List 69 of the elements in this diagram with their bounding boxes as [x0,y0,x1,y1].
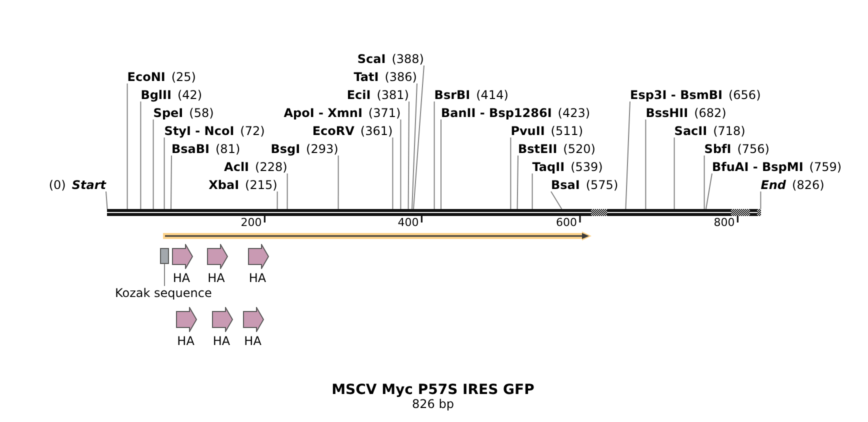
leader-line [440,119,442,210]
feature-box [160,248,169,264]
feature-label: HA [172,270,190,284]
map-title: MSCV Myc P57S IRES GFP [332,382,534,398]
leader-line [510,137,512,210]
restriction-site-label: XbaI (215) [208,178,278,192]
restriction-site-label: BglII (42) [140,88,202,102]
leader-line [704,155,705,210]
leader-line [276,191,278,210]
orf-arrow [160,231,592,241]
leader-line [400,119,402,210]
leader-line [164,137,165,210]
dna-backbone [107,209,761,216]
leader-line [760,191,762,210]
feature-label: HA [212,334,230,348]
leader-line [674,137,675,210]
restriction-site-label: ApoI - XmnI (371) [284,106,401,120]
restriction-site-label: EcoRV (361) [312,124,393,138]
restriction-site-label: PvuII (511) [510,124,584,138]
feature-label: Kozak sequence [115,286,212,300]
restriction-site-label: BsgI (293) [270,142,338,156]
restriction-site-label: TaqII (539) [532,160,603,174]
restriction-site-label: ScaI (388) [357,52,424,66]
restriction-site-label: EcoNI (25) [127,70,196,84]
restriction-site-label: BstEII (520) [518,142,596,156]
leader-line [550,191,562,210]
feature-label: HA [248,270,266,284]
restriction-site-label: SacII (718) [674,124,746,138]
leader-line [434,101,435,210]
restriction-site-label: AclI (228) [224,160,288,174]
ruler-number: 800 [714,216,735,228]
restriction-site-label: SpeI (58) [153,106,214,120]
leader-line [706,173,712,210]
feature-label: HA [177,334,194,348]
restriction-site-label: (0) Start [48,178,106,192]
leader-line [140,101,142,210]
restriction-site-label: BsrBI (414) [434,88,508,102]
restriction-site-label: StyI - NcoI (72) [164,124,265,138]
leader-line [126,83,128,210]
leader-line [625,101,630,210]
restriction-site-label: EciI (381) [346,88,409,102]
leader-line [286,173,288,210]
sequence-length: 826 bp [412,397,454,411]
leader-line [392,137,394,210]
leader-line [164,264,165,286]
restriction-site-label: End (826) [760,178,824,192]
restriction-site-label: Esp3I - BsmBI (656) [630,88,761,102]
leader-line [516,155,518,210]
ruler-number: 600 [556,216,577,228]
restriction-site-label: BfuAI - BspMI (759) [712,160,842,174]
leader-line [645,119,646,210]
restriction-site-label: BssHII (682) [646,106,726,120]
leader-line [412,83,418,210]
restriction-site-label: BsaBI (81) [172,142,240,156]
leader-line [170,155,172,210]
restriction-site-label: BanII - Bsp1286I (423) [441,106,590,120]
feature-label: HA [244,334,262,348]
feature-label: HA [208,270,225,284]
leader-line [338,155,339,210]
leader-line [408,101,410,210]
ruler-number: 200 [240,216,262,228]
restriction-site-label: TatI (386) [354,70,417,84]
leader-line [152,119,154,210]
leader-line [532,173,533,210]
leader-line [106,191,108,210]
restriction-site-label: SbfI (756) [704,142,770,156]
leader-line [413,65,424,210]
ruler-number: 400 [398,216,419,228]
restriction-site-label: BsaI (575) [551,178,618,192]
